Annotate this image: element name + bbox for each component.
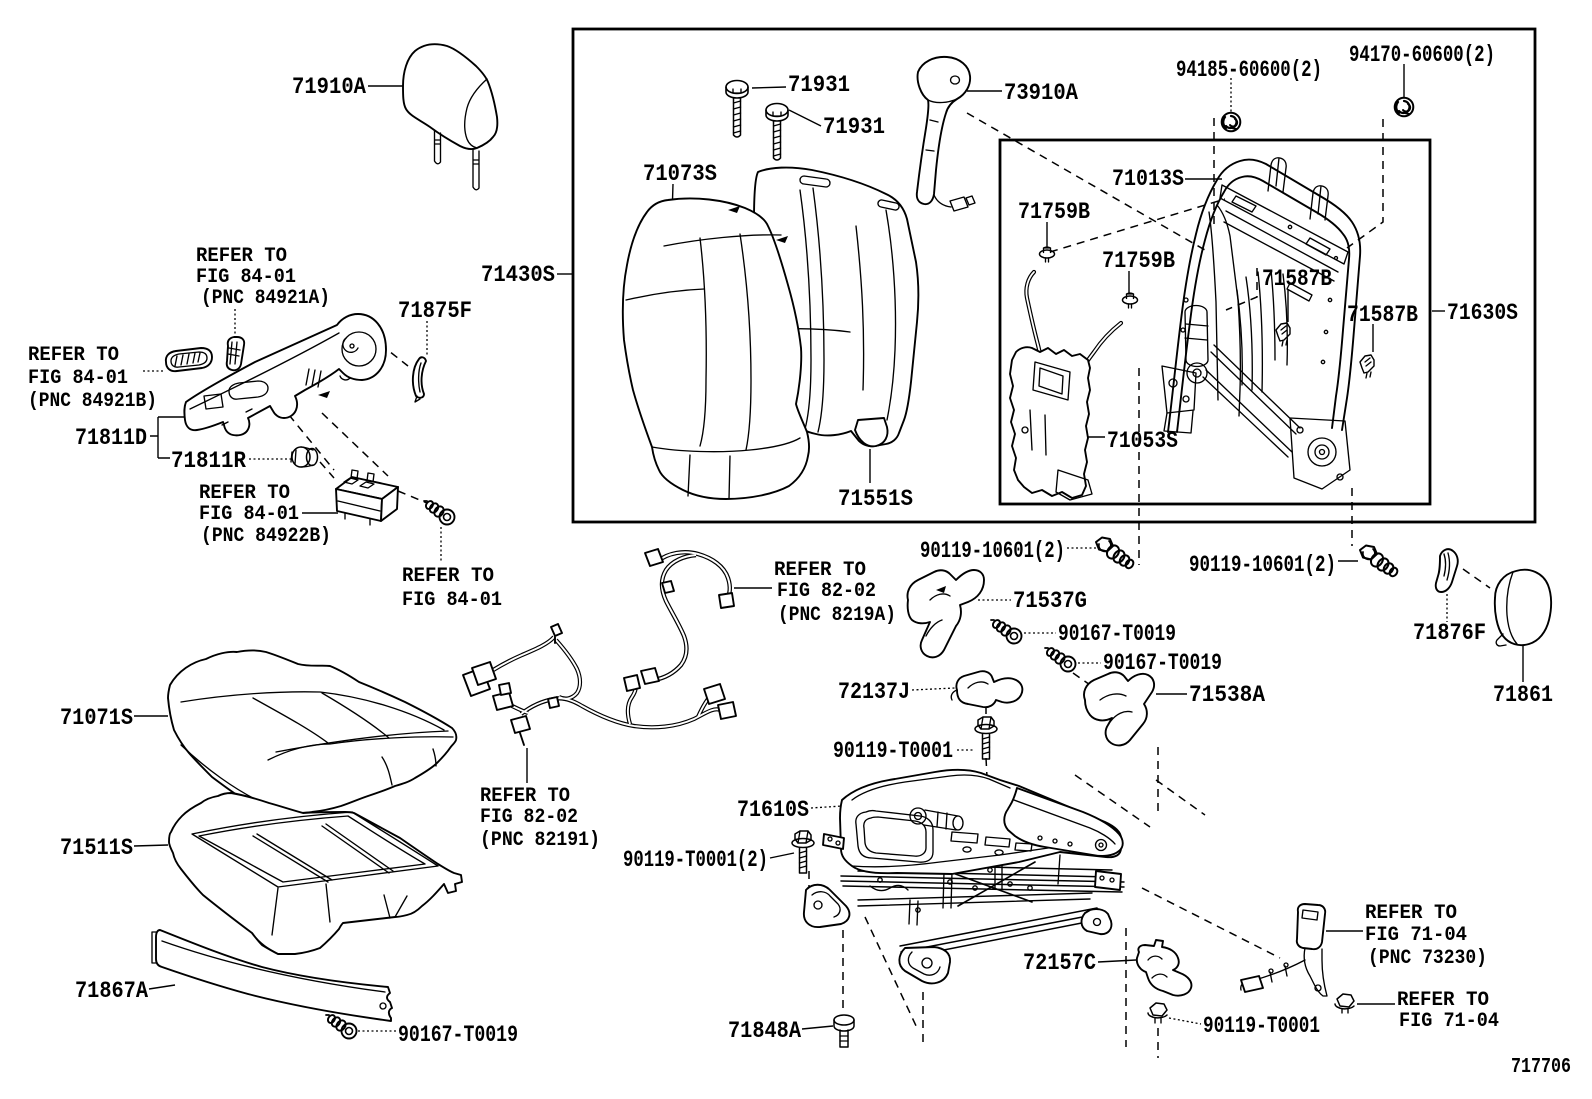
svg-text:71931: 71931 <box>823 114 885 140</box>
svg-text:FIG 84-01: FIG 84-01 <box>199 503 299 526</box>
svg-text:FIG 82-02: FIG 82-02 <box>480 806 578 829</box>
svg-text:REFER TO: REFER TO <box>774 559 866 582</box>
svg-text:(PNC 82191): (PNC 82191) <box>480 829 600 852</box>
svg-text:REFER TO: REFER TO <box>196 245 287 268</box>
svg-text:(PNC 73230): (PNC 73230) <box>1368 947 1487 970</box>
svg-text:73910A: 73910A <box>1004 80 1078 106</box>
svg-text:90119-T0001: 90119-T0001 <box>1203 1013 1320 1039</box>
svg-text:REFER TO: REFER TO <box>402 565 494 588</box>
svg-text:(PNC 84921A): (PNC 84921A) <box>201 287 330 310</box>
svg-text:71910A: 71910A <box>292 74 366 100</box>
svg-text:90167-T0019: 90167-T0019 <box>1058 621 1176 647</box>
svg-text:94185-60600(2): 94185-60600(2) <box>1176 57 1322 83</box>
svg-text:71848A: 71848A <box>728 1018 801 1044</box>
svg-text:71610S: 71610S <box>737 797 809 823</box>
svg-text:71876F: 71876F <box>1413 620 1486 646</box>
svg-text:717706: 717706 <box>1511 1056 1571 1079</box>
svg-text:FIG 82-02: FIG 82-02 <box>777 580 876 603</box>
svg-text:FIG 84-01: FIG 84-01 <box>196 266 296 289</box>
svg-text:FIG 84-01: FIG 84-01 <box>402 589 502 612</box>
svg-text:71053S: 71053S <box>1107 428 1178 454</box>
svg-text:71071S: 71071S <box>60 705 133 731</box>
svg-text:71587B: 71587B <box>1262 266 1332 292</box>
svg-text:71073S: 71073S <box>643 161 717 187</box>
svg-text:90167-T0019: 90167-T0019 <box>398 1022 518 1048</box>
svg-text:71630S: 71630S <box>1447 300 1518 326</box>
svg-text:71811D: 71811D <box>75 425 147 451</box>
svg-text:71811R: 71811R <box>171 448 246 474</box>
svg-text:71875F: 71875F <box>398 298 472 324</box>
svg-text:71511S: 71511S <box>60 835 133 861</box>
svg-text:72157C: 72157C <box>1023 950 1096 976</box>
svg-text:REFER TO: REFER TO <box>1397 989 1489 1012</box>
svg-text:71538A: 71538A <box>1189 682 1265 708</box>
svg-text:90119-10601(2): 90119-10601(2) <box>1189 552 1336 578</box>
svg-text:71587B: 71587B <box>1347 302 1418 328</box>
svg-text:71551S: 71551S <box>838 486 913 512</box>
svg-text:REFER TO: REFER TO <box>480 785 570 808</box>
svg-text:71861: 71861 <box>1493 682 1553 708</box>
svg-text:94170-60600(2): 94170-60600(2) <box>1349 42 1495 68</box>
svg-text:(PNC 8219A): (PNC 8219A) <box>778 604 896 627</box>
svg-text:(PNC 84922B): (PNC 84922B) <box>201 525 331 548</box>
svg-text:REFER TO: REFER TO <box>1365 902 1457 925</box>
svg-text:71537G: 71537G <box>1013 588 1087 614</box>
svg-text:71867A: 71867A <box>75 978 148 1004</box>
svg-text:71759B: 71759B <box>1018 199 1090 225</box>
svg-text:71759B: 71759B <box>1102 248 1175 274</box>
svg-text:90119-T0001(2): 90119-T0001(2) <box>623 847 768 873</box>
svg-text:FIG 71-04: FIG 71-04 <box>1365 924 1467 947</box>
svg-text:72137J: 72137J <box>838 679 910 705</box>
svg-text:90167-T0019: 90167-T0019 <box>1103 650 1222 676</box>
svg-text:90119-10601(2): 90119-10601(2) <box>920 538 1065 564</box>
svg-text:REFER TO: REFER TO <box>28 344 119 367</box>
svg-text:(PNC 84921B): (PNC 84921B) <box>28 390 157 413</box>
svg-text:REFER TO: REFER TO <box>199 482 290 505</box>
svg-text:71430S: 71430S <box>481 262 555 288</box>
svg-text:FIG 84-01: FIG 84-01 <box>28 367 128 390</box>
svg-text:90119-T0001: 90119-T0001 <box>833 738 953 764</box>
svg-text:71013S: 71013S <box>1112 166 1184 192</box>
svg-text:FIG 71-04: FIG 71-04 <box>1399 1010 1499 1033</box>
svg-text:71931: 71931 <box>788 72 850 98</box>
